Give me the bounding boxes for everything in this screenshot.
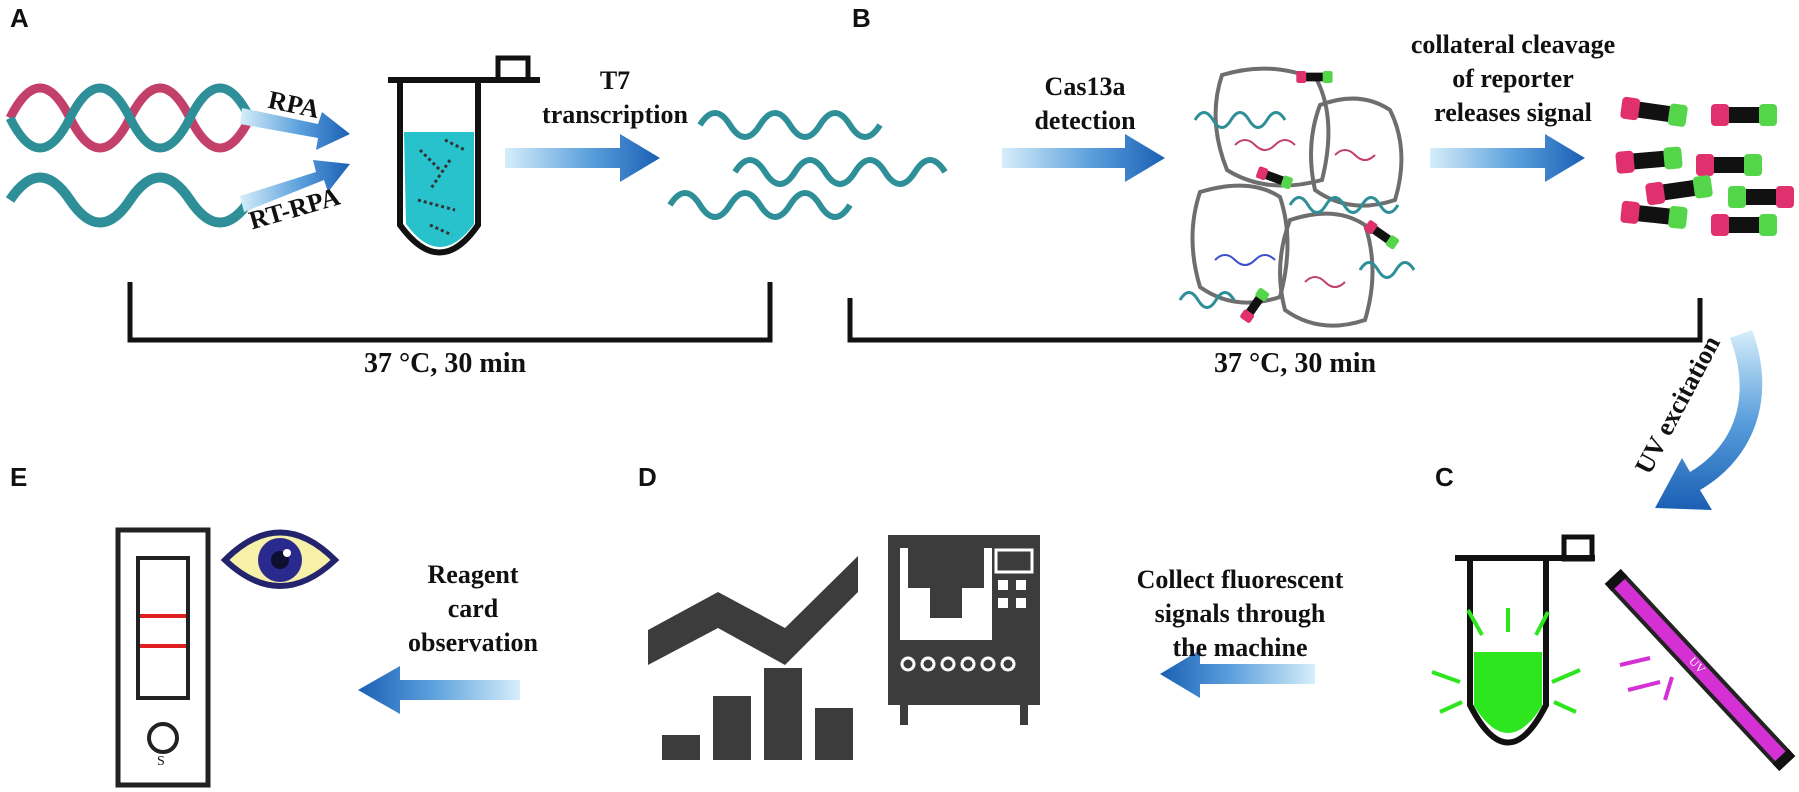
bracket-right [847,298,1703,343]
t7-label-line1: T7 [599,66,631,95]
cas13a-label: Cas13a detection [1005,70,1165,138]
temp-label-right: 37 °C, 30 min [1213,348,1377,379]
panel-label-c: C [1435,462,1454,492]
collateral-label-line3: releases signal [1434,98,1592,127]
cas13a-label-line1: Cas13a [1044,72,1126,101]
panel-label-b: B [852,3,871,33]
collect-label: Collect fluorescent signals through the … [1110,563,1370,665]
panel-label-d: D [638,462,657,492]
collateral-label-line1: collateral cleavage [1410,30,1616,59]
dna-double-helix-icon [5,83,255,153]
t7-arrow [505,134,660,182]
machine-icon [888,535,1040,725]
cas13a-arrow [1002,134,1165,182]
rpa-arrow [240,108,350,150]
collect-label-line3: the machine [1172,633,1308,662]
fluorescent-tube-icon [1431,534,1595,746]
chart-icon [648,556,858,760]
reagent-label: Reagent card observation [378,558,568,660]
t7-label-line2: transcription [542,100,688,129]
rt-rpa-arrow [240,160,350,212]
temp-label-left: 37 °C, 30 min [363,348,527,379]
cas13a-complex-icon [1178,66,1416,328]
uv-excitation-arrow [1655,330,1763,510]
collateral-arrow [1430,134,1585,182]
bracket-left [127,282,773,343]
collateral-label-line2: of reporter [1452,64,1574,93]
cas13a-label-line2: detection [1034,106,1136,135]
panel-label-e: E [10,462,28,492]
collect-arrow [1160,650,1315,698]
strip-s-label: S [157,754,165,769]
tube-icon [388,55,540,256]
test-strip-icon [115,527,211,788]
rna-helix-icon [5,172,255,228]
uv-lamp-icon [1604,568,1796,772]
reagent-arrow [358,666,520,714]
reagent-label-line1: Reagent [427,560,519,589]
t7-label: T7 transcription [520,64,710,132]
panel-label-a: A [10,3,29,33]
rna-transcripts-icon [667,110,948,220]
collateral-label: collateral cleavage of reporter releases… [1368,28,1658,130]
reagent-label-line3: observation [408,628,538,657]
collect-label-line2: signals through [1154,599,1326,628]
eye-icon [220,529,340,589]
reagent-label-line2: card [447,594,499,623]
collect-label-line1: Collect fluorescent [1136,565,1344,594]
